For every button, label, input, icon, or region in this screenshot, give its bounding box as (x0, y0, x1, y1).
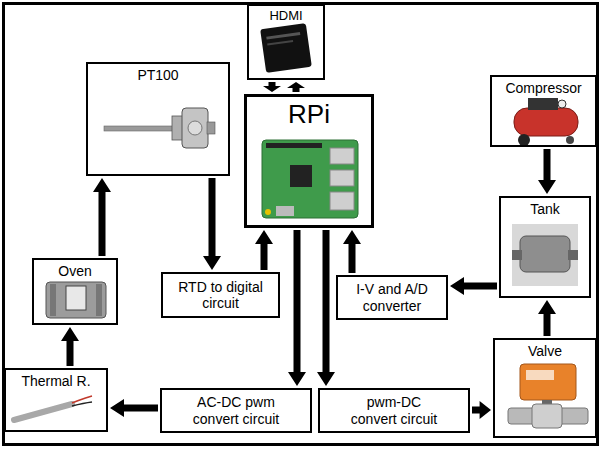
title-label: RPi (247, 100, 371, 130)
box-label: Compressor (492, 80, 595, 96)
sensor-box: PT100 (86, 62, 230, 176)
circuit-box: AC-DC pwm convert circuit (160, 388, 312, 433)
arrow-shape (288, 230, 306, 386)
compressor (514, 98, 578, 146)
oven-cylinder (46, 282, 106, 318)
box-label: RTD to digital circuit (169, 279, 272, 311)
flow-arrow (61, 327, 79, 366)
flow-arrow (343, 230, 361, 273)
valve-box: Valve (493, 338, 597, 438)
arrow-shape (538, 300, 556, 336)
box-label: PT100 (88, 67, 228, 83)
box-label: pwm-DC convert circuit (347, 394, 442, 426)
hdmi-device (260, 23, 312, 73)
tank-box: Tank (499, 196, 591, 298)
circuit-box: pwm-DC convert circuit (318, 388, 470, 433)
arrow-shape (61, 327, 79, 366)
arrow-shape (450, 277, 497, 295)
flow-arrow (450, 277, 497, 295)
flow-arrow (287, 82, 305, 92)
flow-arrow (110, 399, 158, 417)
flow-arrow (317, 230, 335, 386)
box-label: I-V and A/D converter (344, 281, 440, 313)
compressor-box: Compressor (490, 75, 597, 147)
flow-arrow (538, 300, 556, 336)
flow-arrow (538, 149, 556, 194)
flow-arrow (203, 178, 221, 270)
box-label: Tank (501, 201, 589, 217)
rpi-board (262, 140, 358, 218)
pt100-probe (104, 108, 215, 148)
thermal-resistor (14, 396, 92, 420)
flow-arrow (263, 82, 281, 92)
box-label: HDMI (249, 9, 323, 24)
flow-arrow (288, 230, 306, 386)
tank (512, 224, 578, 286)
arrow-shape (317, 230, 335, 386)
arrow-shape (538, 149, 556, 194)
arrow-shape (93, 178, 111, 256)
arrow-shape (263, 82, 281, 92)
flow-arrow (472, 401, 491, 419)
arrow-shape (287, 82, 305, 92)
circuit-box: I-V and A/D converter (336, 275, 448, 320)
arrow-shape (203, 178, 221, 270)
heater-box: Thermal R. (4, 368, 108, 432)
box-label: Thermal R. (6, 373, 106, 389)
box-label: AC-DC pwm convert circuit (189, 394, 284, 426)
motorized-valve (508, 364, 588, 428)
box-label: Valve (495, 343, 595, 359)
oven-box: Oven (32, 258, 118, 325)
box-label: Oven (34, 263, 116, 279)
hdmi-box: HDMI (247, 4, 325, 80)
arrow-shape (343, 230, 361, 273)
arrow-shape (110, 399, 158, 417)
flow-arrow (255, 230, 273, 270)
circuit-box: RTD to digital circuit (161, 272, 280, 318)
arrow-shape (255, 230, 273, 270)
flow-arrow (93, 178, 111, 256)
controller-box: RPi (244, 94, 374, 228)
arrow-shape (472, 401, 491, 419)
